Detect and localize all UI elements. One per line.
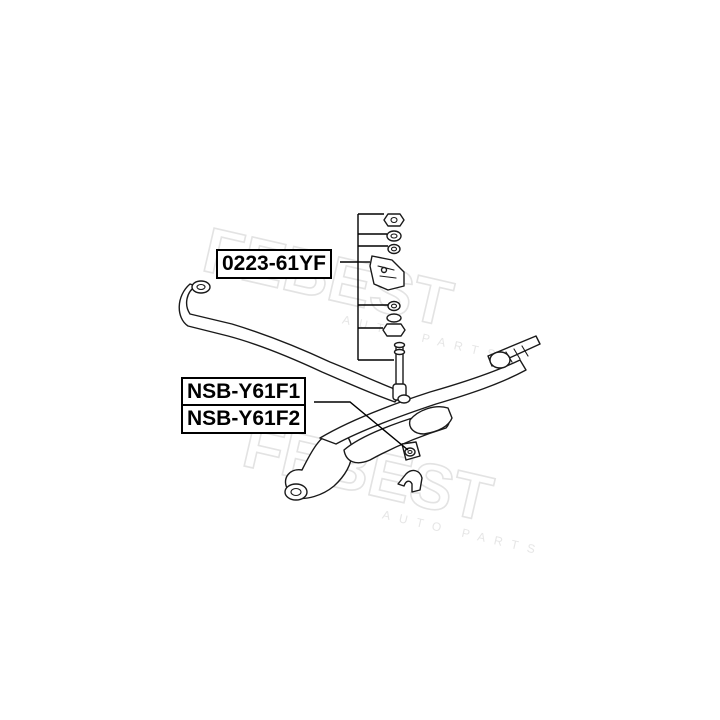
shaft-boot (489, 351, 511, 369)
cup-washer (386, 313, 402, 323)
part-number-bushing-1: NSB-Y61F1 (181, 377, 307, 407)
part-number-bushing-2: NSB-Y61F2 (181, 404, 307, 434)
control-arm (284, 359, 527, 501)
washer-lower (387, 300, 401, 312)
washer-top (386, 230, 402, 242)
bar-bushing (401, 441, 421, 461)
bar-end-eye (191, 280, 211, 294)
bushing-top (387, 243, 401, 255)
nut-top (383, 213, 405, 227)
stabilizer-link (392, 341, 411, 404)
control-arm-bushing (284, 483, 308, 501)
nut-lower (382, 323, 406, 337)
part-number-link: 0223-61YF (216, 249, 332, 279)
bushing-leader-line (314, 401, 409, 451)
link-bracket (369, 255, 405, 291)
leader-lines (314, 213, 409, 451)
link-hardware (369, 213, 406, 337)
drive-shaft (487, 335, 541, 369)
bar-bushing-clamp (397, 469, 423, 493)
